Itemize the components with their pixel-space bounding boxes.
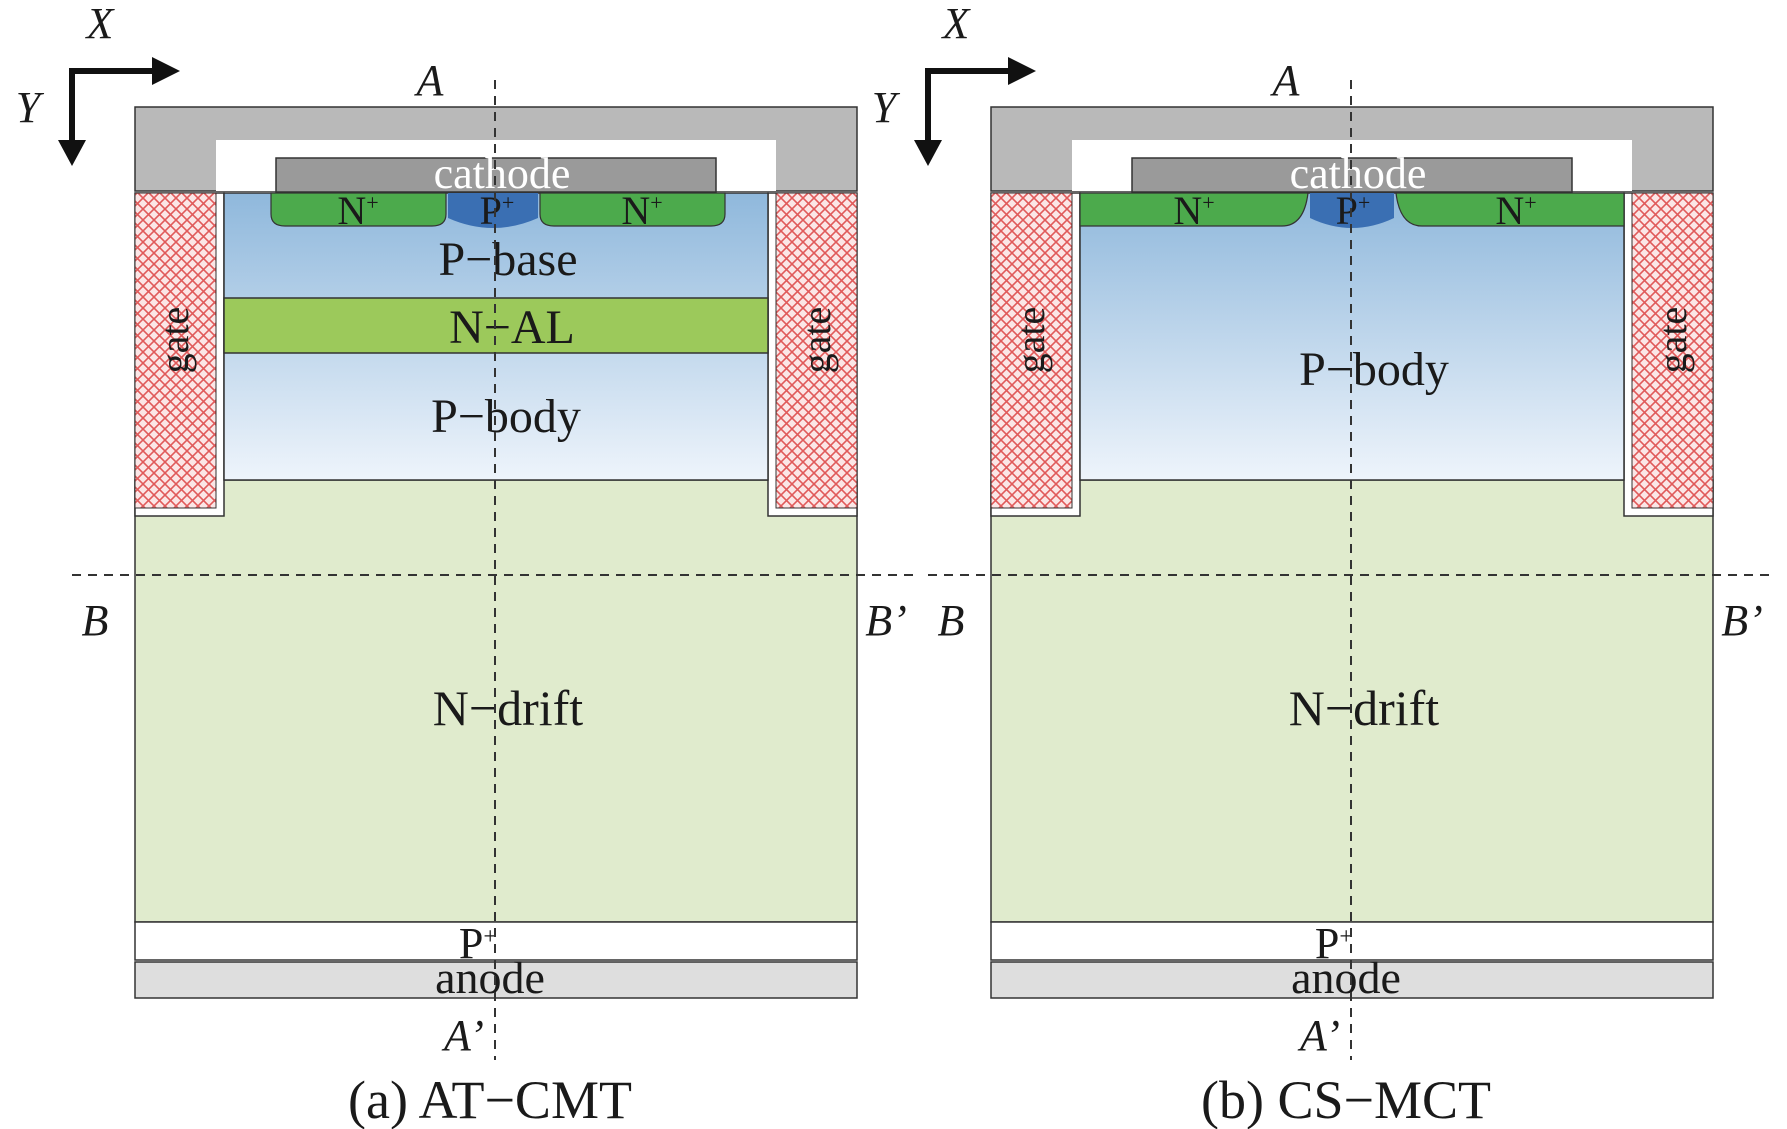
p-plus-label: P+: [480, 188, 515, 233]
n-plus-right: [539, 192, 726, 227]
n-plus-left-label: N+: [1173, 188, 1214, 233]
gate-right-label: gate: [794, 307, 839, 374]
panel-caption: (b) CS−MCT: [1201, 1070, 1491, 1129]
y-arrowhead-icon: [58, 140, 86, 166]
n-plus-left-label-plus: +: [1202, 190, 1214, 215]
n-plus-left-label-letter: N: [1173, 188, 1202, 233]
axis-x-label: X: [85, 0, 116, 48]
cut-b-right-label: B’: [1721, 596, 1763, 645]
p-base-label: P−base: [438, 233, 577, 286]
p-plus-anode-label-plus: +: [483, 923, 497, 950]
cut-a-top-label: A: [414, 56, 445, 105]
cut-a-top-label: A: [1270, 56, 1301, 105]
axis-y-label: Y: [872, 83, 901, 132]
n-plus-left: [1079, 192, 1309, 227]
cut-a-bottom-label: A’: [441, 1011, 484, 1060]
n-drift-label: N−drift: [433, 680, 583, 736]
gate-right: [1631, 192, 1714, 509]
n-al-label: N−AL: [449, 301, 575, 354]
p-plus-anode-label: P+: [1315, 919, 1353, 968]
cut-a-bottom-label: A’: [1297, 1011, 1340, 1060]
p-plus-region: [448, 193, 538, 228]
p-plus-label-plus: +: [1358, 190, 1370, 215]
cut-b-right-label: B’: [865, 596, 907, 645]
y-arrowhead-icon: [914, 140, 942, 166]
anode-label: anode: [435, 952, 545, 1003]
n-plus-right-label-letter: N: [621, 188, 650, 233]
n-plus-right-label-letter: N: [1495, 188, 1524, 233]
cathode-label: cathode: [1290, 149, 1427, 198]
n-plus-right-label: N+: [1495, 188, 1536, 233]
p-plus-anode-label-letter: P: [459, 919, 483, 968]
axis-x-label: X: [941, 0, 972, 48]
p-plus-anode-label: P+: [459, 919, 497, 968]
n-plus-left-label-plus: +: [366, 190, 378, 215]
gate-left-label: gate: [1008, 307, 1053, 374]
cathode-label: cathode: [434, 149, 571, 198]
n-plus-right-label-plus: +: [650, 190, 662, 215]
p-plus-label-letter: P: [480, 188, 502, 233]
axis-y-label: Y: [16, 83, 45, 132]
n-plus-left: [270, 192, 447, 227]
x-arrowhead-icon: [1008, 57, 1036, 85]
gate-left: [990, 192, 1073, 509]
p-plus-anode-label-plus: +: [1339, 923, 1353, 950]
p-body-label: P−body: [1299, 343, 1449, 396]
p-plus-label: P+: [1336, 188, 1371, 233]
p-plus-anode-label-letter: P: [1315, 919, 1339, 968]
p-body-label: P−body: [431, 390, 581, 443]
n-plus-right: [1395, 192, 1625, 227]
n-plus-left-label: N+: [337, 188, 378, 233]
panel-caption: (a) AT−CMT: [348, 1070, 632, 1129]
cut-b-left-label: B: [938, 596, 965, 645]
gate-left-label: gate: [152, 307, 197, 374]
p-plus-label-plus: +: [502, 190, 514, 215]
gate-left: [134, 192, 217, 509]
n-plus-right-label: N+: [621, 188, 662, 233]
x-arrowhead-icon: [152, 57, 180, 85]
gate-right-label: gate: [1650, 307, 1695, 374]
anode-label: anode: [1291, 952, 1401, 1003]
n-plus-left-label-letter: N: [337, 188, 366, 233]
p-plus-label-letter: P: [1336, 188, 1358, 233]
n-drift-label: N−drift: [1289, 680, 1439, 736]
gate-right: [775, 192, 858, 509]
cut-b-left-label: B: [82, 596, 109, 645]
n-plus-right-label-plus: +: [1524, 190, 1536, 215]
